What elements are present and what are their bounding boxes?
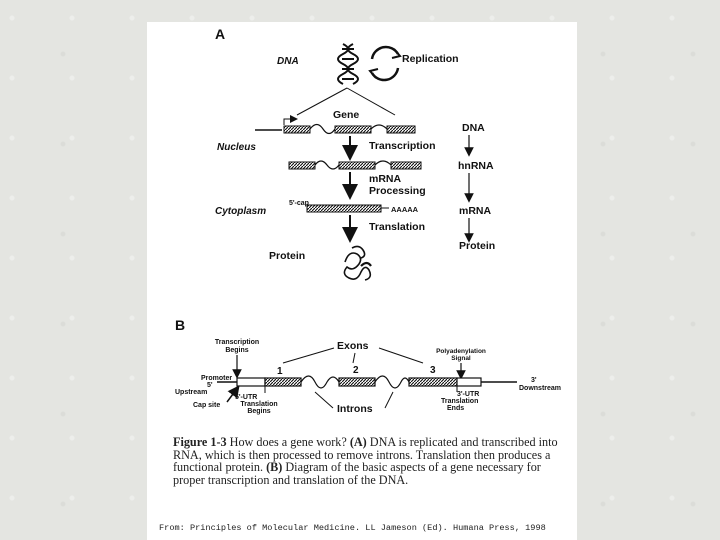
translation-ends-label-2: Ends — [447, 405, 464, 412]
upstream-label: Upstream — [175, 389, 207, 396]
three-prime-label: 3' — [531, 377, 537, 384]
gene-label: Gene — [333, 109, 359, 121]
dna-helix-icon — [337, 43, 359, 85]
caption-b-label: (B) — [266, 460, 283, 475]
panel-b-letter: B — [175, 317, 185, 333]
cap-site-label: Cap site — [193, 402, 220, 409]
protein-fold-icon — [343, 245, 372, 281]
polyadenylation-label-2: Signal — [451, 355, 471, 362]
right-dna-label: DNA — [462, 122, 485, 134]
five-prime-label: 5' — [207, 382, 213, 389]
dna-label: DNA — [277, 56, 299, 67]
protein-label: Protein — [269, 250, 305, 262]
exon-3-number: 3 — [430, 365, 436, 376]
transcription-begins-label-1: Transcription — [215, 339, 259, 346]
mrna-processing-label-2: Processing — [369, 185, 426, 197]
right-protein-label: Protein — [459, 240, 495, 252]
replication-cycle-icon — [368, 45, 402, 82]
three-utr-label: 3'-UTR — [457, 391, 479, 398]
intron-pointer-lines — [314, 391, 394, 409]
transcription-label: Transcription — [369, 140, 436, 152]
right-mrna-label: mRNA — [459, 205, 492, 217]
cytoplasm-label: Cytoplasm — [215, 206, 266, 217]
nucleus-label: Nucleus — [217, 142, 256, 153]
gene-map — [217, 375, 517, 389]
caption-a-label: (A) — [349, 435, 367, 449]
translation-begins-label-1: Translation — [240, 401, 277, 408]
figure-caption: Figure 1-3 How does a gene work? (A) DNA… — [173, 436, 573, 486]
hnrna-strand — [288, 160, 422, 170]
exon-2-number: 2 — [353, 365, 359, 376]
transcription-begins-label-2: Begins — [225, 347, 248, 354]
gene-structure — [255, 115, 416, 135]
figure-slide: A DNA Replication Gene Nucleus Transcrip… — [147, 22, 577, 540]
exon-pointer-lines — [282, 347, 424, 364]
exon-1-number: 1 — [277, 366, 283, 377]
cap-site-arrow — [226, 385, 240, 403]
translation-begins-label-2: Begins — [247, 408, 270, 415]
gene-diagram: A DNA Replication Gene Nucleus Transcrip… — [175, 26, 561, 415]
introns-label: Introns — [337, 403, 373, 415]
translation-label: Translation — [369, 221, 425, 233]
caption-text-3: Diagram of the basic aspects of a gene n… — [173, 460, 541, 487]
source-citation: From: Principles of Molecular Medicine. … — [159, 523, 546, 533]
right-hnrna-label: hnRNA — [458, 160, 494, 172]
panel-a-letter: A — [215, 26, 225, 42]
downstream-label: Downstream — [519, 385, 561, 392]
five-utr-label: 5'-UTR — [235, 394, 257, 401]
cap-label: 5'-cap — [289, 200, 309, 207]
caption-text-2: DNA is replicated and transcribed into R… — [173, 435, 558, 475]
poly-a-tail: AAAAA — [391, 205, 419, 214]
promoter-label: Promoter — [201, 375, 232, 382]
mrna-processing-label-1: mRNA — [369, 173, 402, 185]
caption-figure-number: Figure 1-3 — [173, 435, 227, 449]
translation-ends-label-1: Translation — [441, 398, 478, 405]
polyadenylation-label-1: Polyadenylation — [436, 348, 486, 355]
replication-label: Replication — [402, 53, 459, 65]
exons-label: Exons — [337, 340, 369, 352]
caption-text-1: How does a gene work? — [226, 435, 350, 449]
gene-expansion-lines — [296, 87, 396, 116]
mrna-strand — [306, 204, 389, 213]
